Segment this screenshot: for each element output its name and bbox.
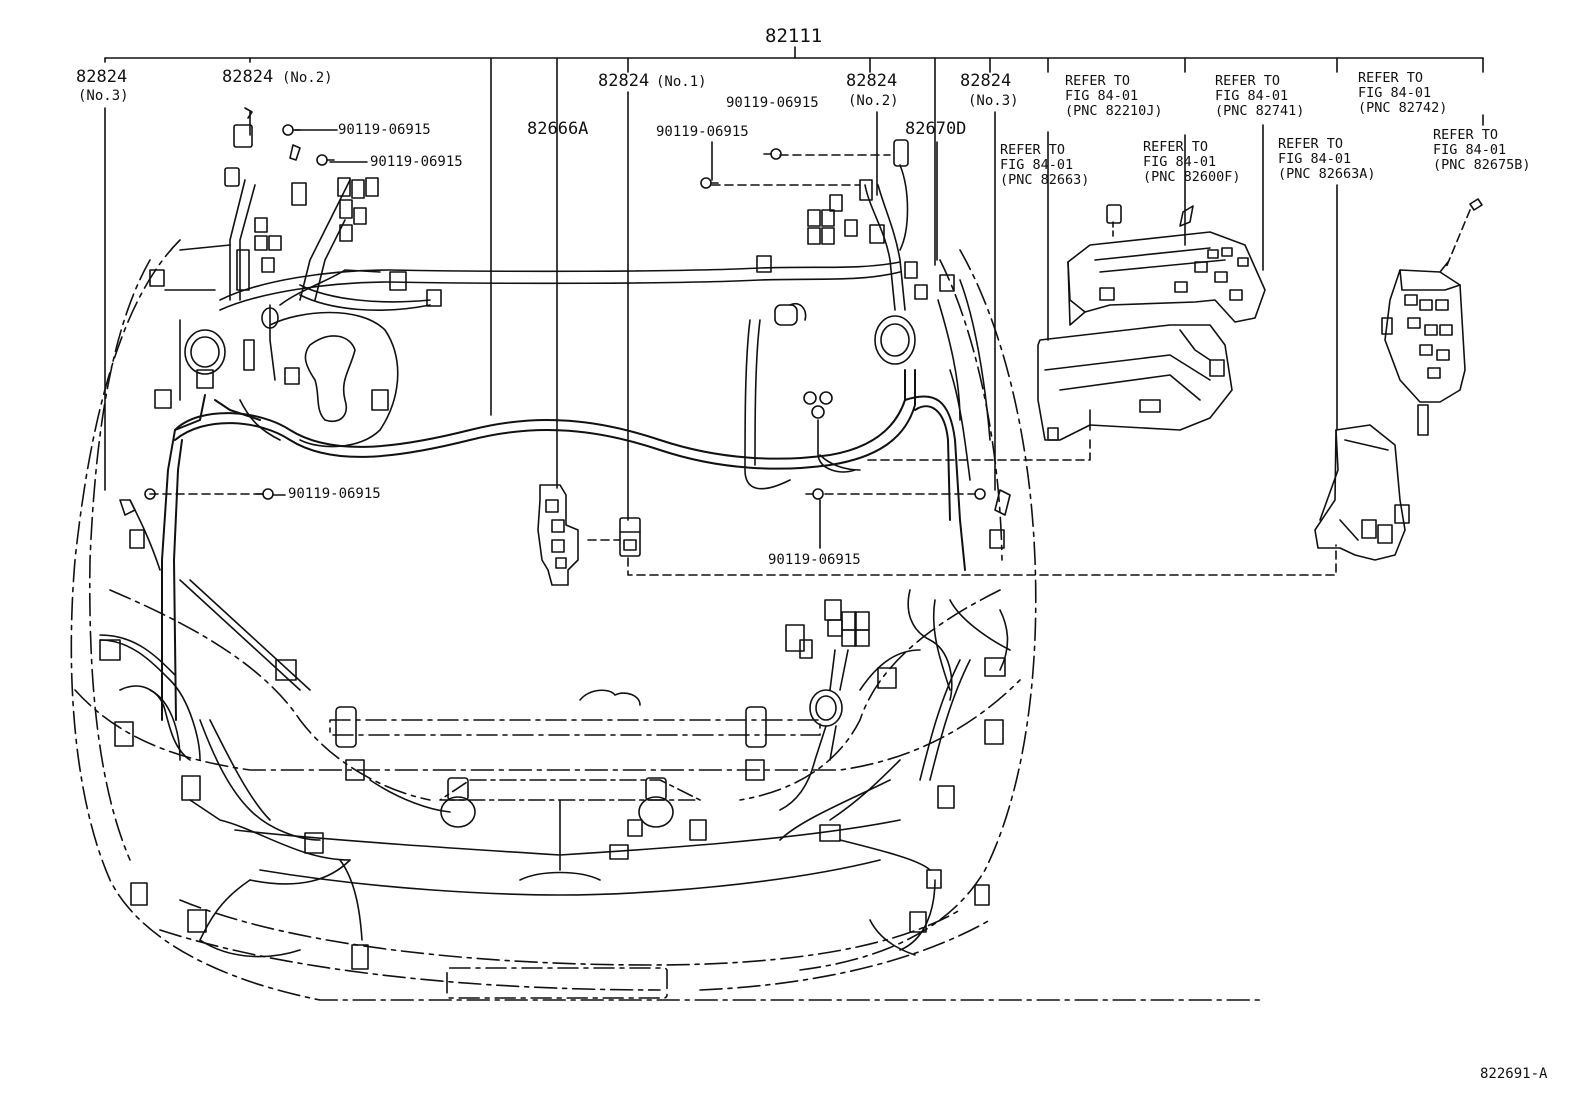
bolt-icon <box>764 149 781 159</box>
bolt-part-number: 90119-06915 <box>370 154 463 170</box>
bolt-part-number: 90119-06915 <box>768 552 861 568</box>
refer-note-82742: REFER TO FIG 84-01 (PNC 82742) <box>1358 70 1448 116</box>
part-82824-right-number: 82824 <box>960 71 1012 91</box>
part-82824-left-number: 82824 <box>76 67 128 87</box>
headlamp-sockets <box>441 778 673 827</box>
part-82824-no1-variant: (No.1) <box>656 74 707 90</box>
box-82663A <box>1315 425 1409 560</box>
leader-lines <box>105 47 1483 575</box>
main-harness <box>162 370 965 720</box>
bolt-icon <box>701 178 718 188</box>
bolt-part-number: 90119-06915 <box>288 486 381 502</box>
refer-note-82741: REFER TO FIG 84-01 (PNC 82741) <box>1215 73 1305 119</box>
bolt-icon <box>317 155 334 165</box>
figure-code: 822691-A <box>1480 1066 1548 1082</box>
refer-note-82663: REFER TO FIG 84-01 (PNC 82663) <box>1000 142 1090 188</box>
vehicle-body-outline <box>71 240 1260 1000</box>
bolt-icons <box>245 108 823 499</box>
refer-note-82600F: REFER TO FIG 84-01 (PNC 82600F) <box>1143 139 1241 185</box>
left-harness-cluster <box>150 125 900 447</box>
relay-block-82742 <box>1382 199 1482 435</box>
bolt-icon <box>256 489 273 499</box>
lower-grommet-cluster <box>780 600 920 810</box>
part-82824-left-variant: (No.3) <box>78 88 129 104</box>
connector-82824-no1 <box>620 518 640 556</box>
bolt-part-number: 90119-06915 <box>338 122 431 138</box>
refer-note-82210J: REFER TO FIG 84-01 (PNC 82210J) <box>1065 73 1163 119</box>
bolt-part-number: 90119-06915 <box>656 124 749 140</box>
refer-note-82663A: REFER TO FIG 84-01 (PNC 82663A) <box>1278 136 1376 182</box>
top-part-number: 82111 <box>765 25 823 47</box>
part-82824-mid-no2-number: 82824 <box>846 71 898 91</box>
part-82824-no2-variant: (No.2) <box>282 70 333 86</box>
bolt-part-number: 90119-06915 <box>726 95 819 111</box>
part-82824-right-variant: (No.3) <box>968 93 1019 109</box>
part-82824-no2-number: 82824 <box>222 67 274 87</box>
part-82666A: 82666A <box>527 119 589 139</box>
left-side-connectors <box>100 489 642 969</box>
part-82824-no1-number: 82824 <box>598 71 650 91</box>
part-82824-mid-no2-variant: (No.2) <box>848 93 899 109</box>
relay-block-82666A <box>538 485 578 585</box>
fuse-box-assembly <box>1038 205 1265 440</box>
refer-note-82675B: REFER TO FIG 84-01 (PNC 82675B) <box>1433 127 1531 173</box>
bolt-icon <box>806 489 823 499</box>
front-panel <box>235 690 900 998</box>
part-82670D: 82670D <box>905 119 967 139</box>
right-harness-cluster <box>745 140 990 489</box>
right-side-connectors <box>690 489 1010 955</box>
bolt-icon <box>283 125 300 135</box>
